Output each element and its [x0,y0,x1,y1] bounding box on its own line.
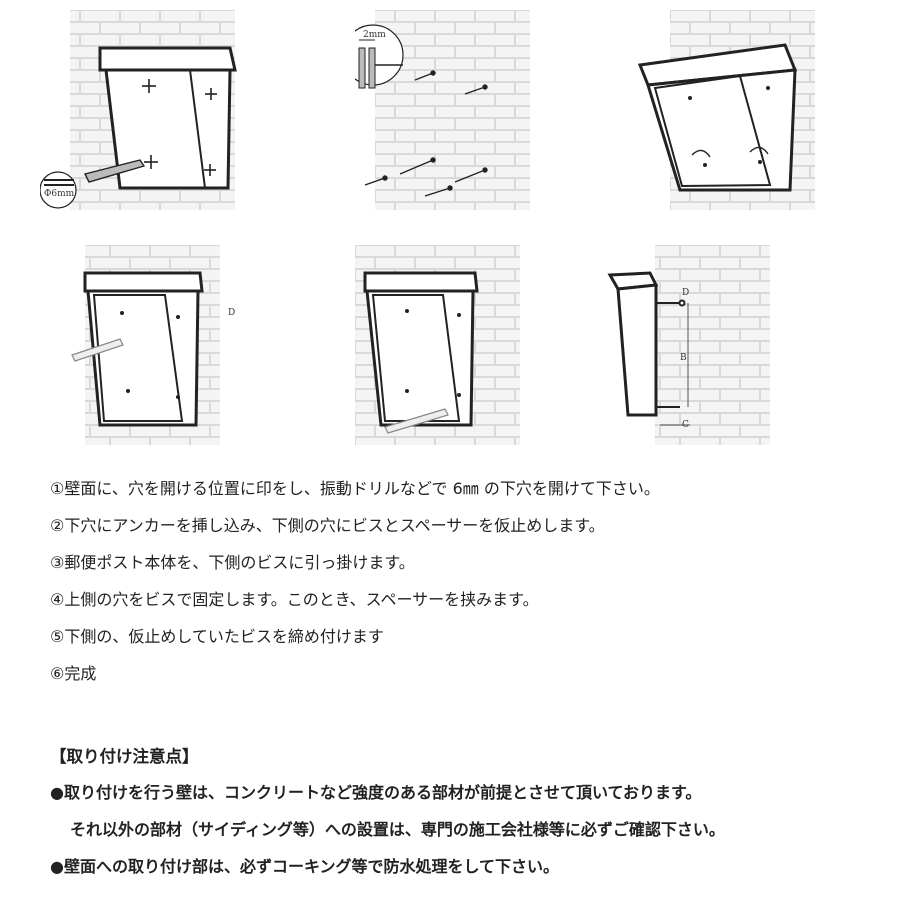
dim-d-label: D [682,288,689,298]
step-4: ④上側の穴をビスで固定します。このとき、スペーサーを挟みます。 [50,590,539,609]
installation-steps: ①壁面に、穴を開ける位置に印をし、振動ドリルなどで 6㎜ の下穴を開けて下さい。… [50,470,870,692]
installation-notes: 【取り付け注意点】 ●取り付けを行う壁は、コンクリートなど強度のある部材が前提と… [50,740,880,885]
dim-b-label: B [680,353,687,363]
brick-wall [655,245,770,445]
screwdriver-icon [384,408,449,434]
mailbox-body [363,271,479,427]
screwdriver-icon [71,338,124,362]
rotate-arrow-icon [691,146,769,158]
drill-bit-icon [40,159,146,209]
step-6: ⑥完成 [50,664,97,683]
notes-title: 【取り付け注意点】 [50,747,199,766]
step1-illustration: Φ6mm [40,10,240,215]
step-2: ②下穴にアンカーを挿し込み、下側の穴にビスとスペーサーを仮止めします。 [50,516,605,535]
screw-heads [688,86,770,167]
hole-marks [142,79,217,176]
dim-d-side-label: D [228,308,235,318]
step5-illustration [355,245,530,450]
step-1: ①壁面に、穴を開ける位置に印をし、振動ドリルなどで 6㎜ の下穴を開けて下さい。 [50,479,660,498]
step6-illustration: D B C [600,245,775,450]
gap-label: 2mm [363,30,386,40]
anchor-screws [364,70,488,197]
note-1: ●取り付けを行う壁は、コンクリートなど強度のある部材が前提とさせて頂いております… [50,783,702,802]
screw-heads [405,309,461,397]
screw-heads [120,311,180,399]
mailbox-body [98,46,237,190]
mailbox-side [607,271,659,417]
drill-size-label: Φ6mm [44,189,75,199]
anchor-detail [355,24,404,89]
step-3: ③郵便ポスト本体を、下側のビスに引っ掛けます。 [50,553,415,572]
mailbox-body [83,271,204,427]
dimension-lines [660,303,690,426]
step2-illustration: 2mm [355,10,530,215]
mailbox-body [637,43,798,192]
step-5: ⑤下側の、仮止めしていたビスを締め付けます [50,627,384,646]
note-2: ●壁面への取り付け部は、必ずコーキング等で防水処理をして下さい。 [50,857,560,876]
step3-illustration [630,10,815,215]
step4-illustration: D [70,245,250,450]
dim-c-label: C [682,420,689,430]
mount-screws [656,299,686,408]
note-1-continued: それ以外の部材（サイディング等）への設置は、専門の施工会社様等に必ずご確認下さい… [70,820,725,839]
